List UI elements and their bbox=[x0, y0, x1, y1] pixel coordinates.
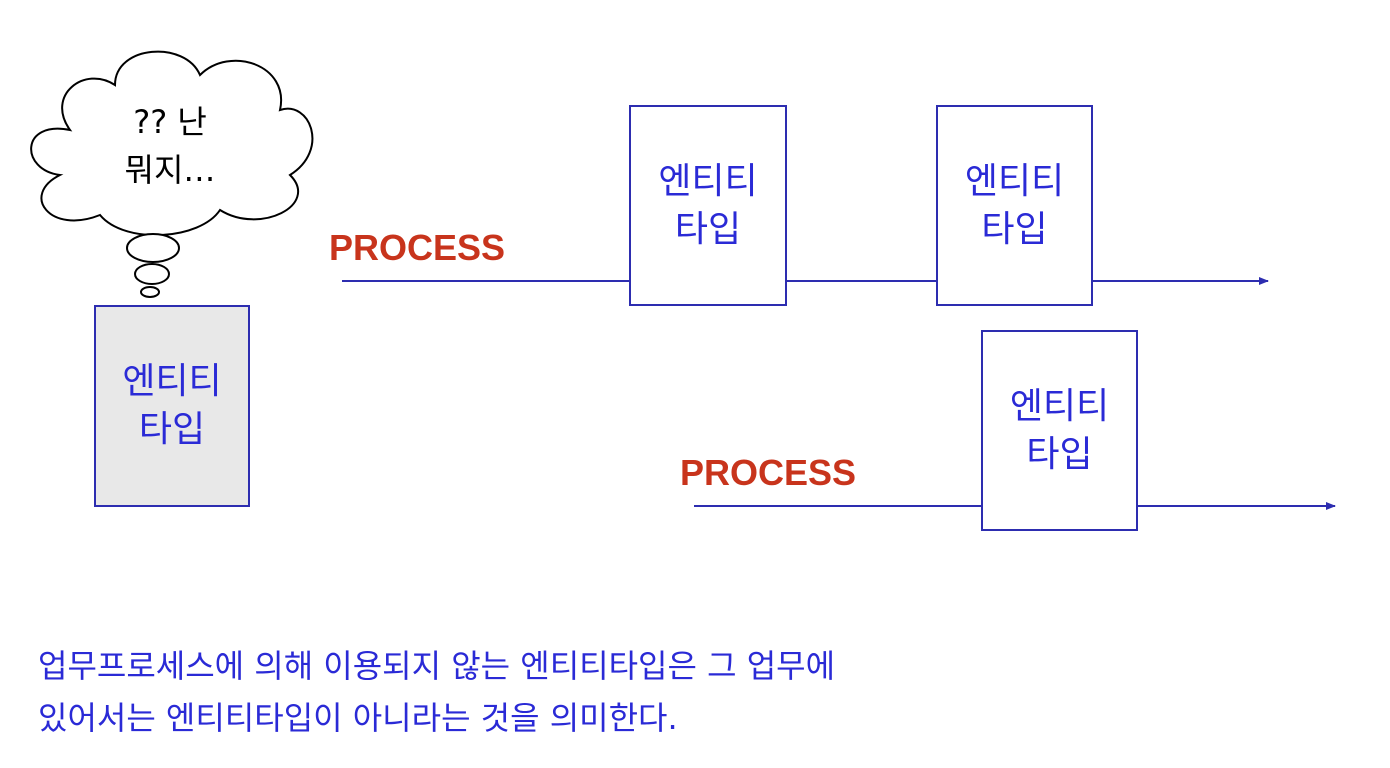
thought-bubble-large bbox=[126, 233, 180, 263]
thought-bubble-medium bbox=[134, 263, 170, 285]
entity-label-line-1: 엔티티 bbox=[658, 160, 758, 202]
process-top-label: PROCESS bbox=[329, 227, 506, 268]
caption: 업무프로세스에 의해 이용되지 않는 엔티티타입은 그 업무에 있어서는 엔티티… bbox=[38, 640, 1368, 744]
thought-line-2: 뭐지… bbox=[124, 151, 216, 189]
caption-line-2: 있어서는 엔티티타입이 아니라는 것을 의미한다. bbox=[38, 699, 678, 737]
thought-text: ?? 난 뭐지… bbox=[70, 98, 270, 194]
entity-label-line-1: 엔티티 bbox=[122, 361, 222, 402]
lone-entity-box: 엔티티 타입 bbox=[94, 305, 250, 507]
entity-label-line-2: 타입 bbox=[1026, 433, 1093, 475]
entity-label-line-1: 엔티티 bbox=[964, 160, 1065, 202]
process-top-entity-2: 엔티티 타입 bbox=[936, 105, 1093, 306]
process-top-entity-1: 엔티티 타입 bbox=[629, 105, 787, 306]
thought-line-1: ?? 난 bbox=[133, 103, 207, 141]
entity-label-line-1: 엔티티 bbox=[1009, 385, 1110, 427]
entity-label-line-2: 타입 bbox=[674, 208, 742, 250]
thought-cloud bbox=[30, 50, 314, 237]
entity-label-line-2: 타입 bbox=[981, 208, 1048, 250]
entity-label-line-2: 타입 bbox=[138, 409, 206, 450]
thought-bubble-small bbox=[140, 286, 160, 298]
process-bottom-entity-1: 엔티티 타입 bbox=[981, 330, 1138, 531]
caption-line-1: 업무프로세스에 의해 이용되지 않는 엔티티타입은 그 업무에 bbox=[38, 647, 836, 685]
process-bottom-label: PROCESS bbox=[680, 452, 857, 493]
